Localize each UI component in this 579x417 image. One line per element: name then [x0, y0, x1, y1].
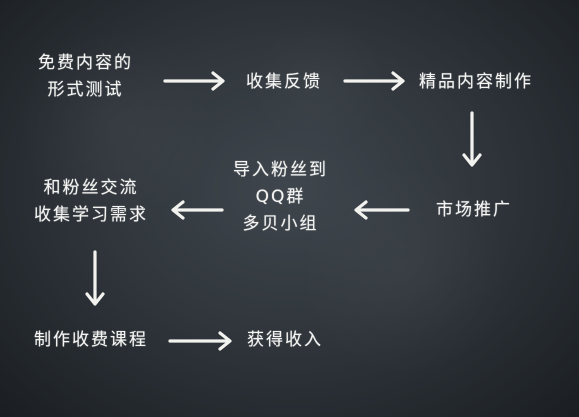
node-import-fans-line-2: QQ群 — [255, 187, 306, 207]
arrow-right-icon — [343, 71, 405, 91]
node-market-promotion: 市场推广 — [436, 197, 512, 224]
node-fan-exchange-line-1: 和粉丝交流 — [43, 178, 139, 198]
node-import-fans-line-1: 导入粉丝到 — [233, 160, 328, 180]
node-paid-courses-label: 制作收费课程 — [34, 330, 148, 350]
node-free-content-test-line-1: 免费内容的 — [38, 53, 133, 73]
node-import-fans-line-3: 多贝小组 — [242, 214, 319, 234]
arrow-down-icon — [462, 111, 482, 167]
node-premium-content-label: 精品内容制作 — [419, 72, 533, 92]
node-fan-exchange: 和粉丝交流 收集学习需求 — [34, 175, 148, 229]
node-import-fans: 导入粉丝到 QQ群 多贝小组 — [233, 157, 328, 238]
arrow-right-icon — [163, 71, 225, 91]
arrow-down-icon — [85, 250, 105, 306]
node-free-content-test-line-2: 形式测试 — [47, 80, 124, 100]
node-paid-courses: 制作收费课程 — [34, 327, 148, 354]
node-collect-feedback: 收集反馈 — [246, 69, 322, 96]
arrow-right-icon — [168, 331, 232, 351]
node-premium-content: 精品内容制作 — [419, 69, 533, 96]
node-earn-income: 获得收入 — [247, 327, 323, 354]
arrow-left-icon — [171, 200, 224, 220]
node-collect-feedback-label: 收集反馈 — [246, 72, 322, 92]
node-earn-income-label: 获得收入 — [247, 330, 323, 350]
arrow-left-icon — [354, 200, 410, 220]
node-market-promotion-label: 市场推广 — [436, 200, 512, 220]
node-fan-exchange-line-2: 收集学习需求 — [34, 205, 148, 225]
node-free-content-test: 免费内容的 形式测试 — [38, 50, 133, 104]
